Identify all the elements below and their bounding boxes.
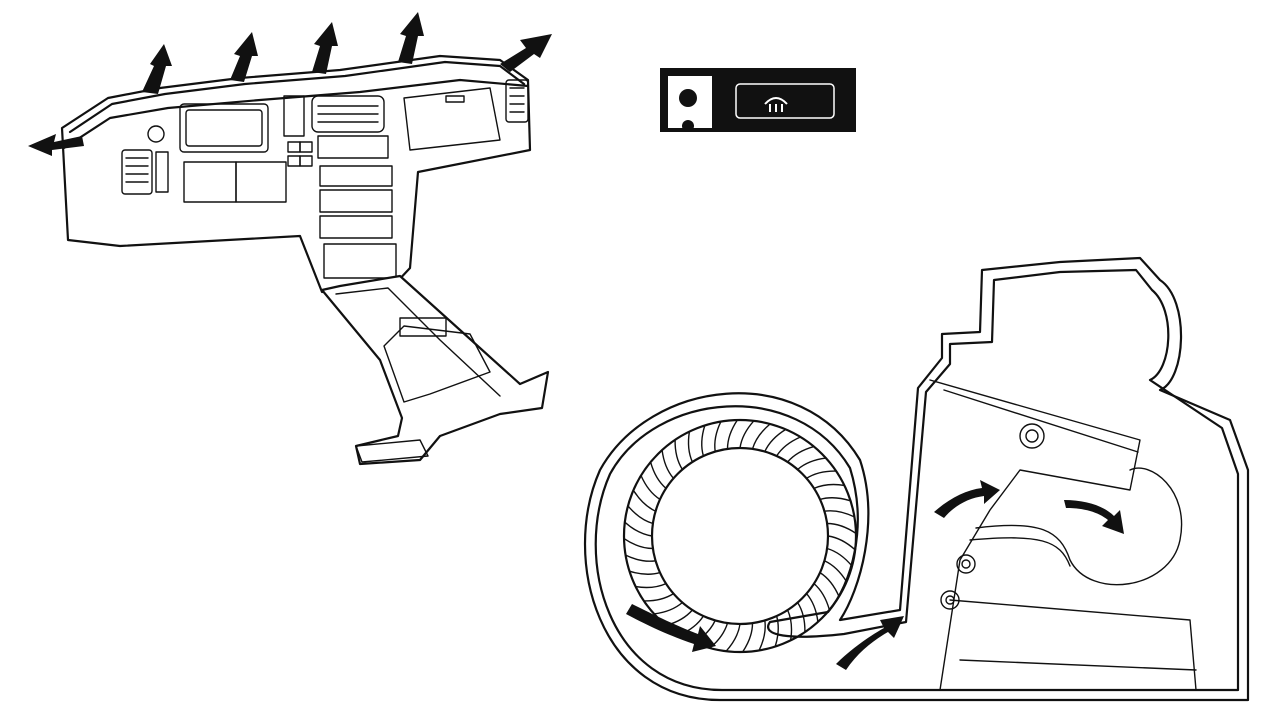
fan-blade — [624, 554, 657, 562]
fan-blade — [826, 547, 853, 567]
blower-housing-drawing — [583, 256, 1250, 702]
fan-blade — [628, 570, 661, 575]
fan-blade — [687, 430, 694, 463]
fan-blade — [823, 560, 848, 583]
fan-blade — [819, 497, 852, 502]
fan-blade — [796, 457, 827, 471]
fan-blade — [674, 439, 684, 471]
fan-blade — [813, 483, 846, 490]
fan-blade — [805, 592, 819, 623]
fan-blade — [649, 461, 667, 490]
fan-blade — [796, 601, 806, 633]
fan-blade — [701, 424, 706, 457]
fan-blade — [624, 521, 653, 537]
fan-blade — [726, 419, 739, 450]
fan-blade — [661, 449, 675, 480]
fan-blade — [640, 474, 661, 501]
fan-blade — [786, 445, 815, 463]
fan-blade — [739, 420, 755, 449]
dashboard-drawing — [28, 12, 552, 466]
fan-blade — [714, 420, 722, 453]
fan-blade — [805, 470, 837, 480]
fan-blade — [774, 615, 779, 648]
windshield-defrost-icon — [764, 97, 788, 112]
fan-blade — [634, 582, 667, 589]
defroster-switch-drawing — [660, 68, 856, 132]
fan-blade — [653, 601, 684, 615]
fan-blade — [623, 537, 654, 550]
fan-blade — [827, 535, 856, 551]
fan-blade — [775, 436, 802, 457]
fan-blade — [826, 522, 857, 535]
fan-blade — [627, 505, 654, 525]
fan-blade — [725, 623, 741, 652]
fan-blade — [741, 622, 754, 653]
fan-blade — [751, 423, 771, 450]
fan-blade — [632, 489, 657, 512]
fan-blade — [819, 571, 840, 598]
fan-blade — [764, 428, 787, 453]
fan-blade — [786, 609, 793, 642]
fan-blade — [823, 510, 856, 518]
fan-blade — [813, 582, 831, 611]
fan-blade — [643, 592, 675, 602]
fan-blade — [758, 619, 766, 652]
